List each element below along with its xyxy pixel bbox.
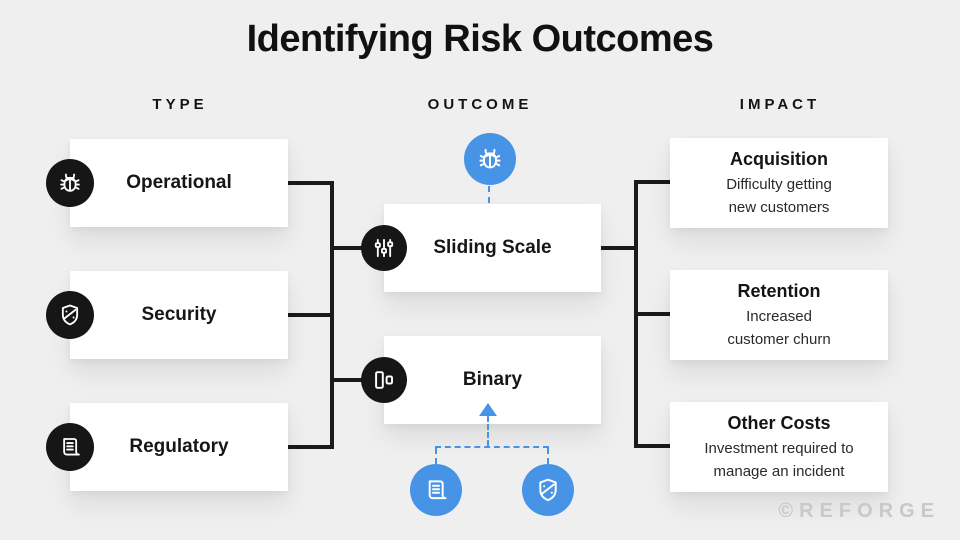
dashed-stub-right (547, 448, 549, 464)
bug-icon (464, 133, 516, 185)
dashed-stub-left (435, 448, 437, 464)
impact-title: Other Costs (727, 413, 831, 433)
impact-desc-line: Difficulty getting (726, 176, 832, 193)
shield-icon (522, 464, 574, 516)
impact-desc-line: new customers (728, 199, 830, 216)
connector-left-vertical (330, 181, 334, 449)
impact-desc-line: manage an incident (713, 463, 845, 480)
connector-to-acquisition (634, 180, 670, 184)
type-label: Security (141, 304, 217, 325)
connector-to-binary (330, 378, 364, 382)
column-header-type: TYPE (152, 96, 208, 113)
outcome-label: Binary (462, 369, 523, 390)
dashed-connector-horizontal (435, 446, 549, 448)
impact-desc-line: customer churn (727, 331, 831, 348)
impact-desc-line: Increased (746, 308, 812, 325)
connector-sliding-scale-out (601, 246, 638, 250)
arrow-up-dash (487, 416, 489, 446)
connector-regulatory (288, 445, 334, 449)
connector-to-sliding-scale (330, 246, 364, 250)
reforge-watermark: ©REFORGE (778, 500, 940, 522)
impact-desc-line: Investment required to (704, 440, 854, 457)
arrow-up-icon (479, 403, 497, 416)
impact-card-other-costs: Other Costs Investment required to manag… (670, 402, 888, 492)
type-card-regulatory: Regulatory (46, 403, 288, 491)
impact-card-retention: Retention Increased customer churn (670, 270, 888, 360)
column-header-impact: IMPACT (739, 96, 821, 113)
type-card-security: Security (46, 271, 288, 359)
arrow-down-dash (488, 186, 490, 214)
impact-title: Retention (737, 281, 821, 301)
type-label: Operational (126, 172, 232, 193)
outcome-label: Sliding Scale (433, 237, 552, 258)
connector-to-retention (634, 312, 670, 316)
shield-icon (46, 291, 94, 339)
outcome-card-sliding-scale: Sliding Scale (361, 204, 601, 292)
type-card-operational: Operational (46, 139, 288, 227)
connector-operational (288, 181, 334, 185)
binary-icon (361, 357, 407, 403)
scroll-icon (410, 464, 462, 516)
type-label: Regulatory (129, 436, 229, 457)
impact-title: Acquisition (730, 149, 828, 169)
scroll-icon (46, 423, 94, 471)
impact-card-acquisition: Acquisition Difficulty getting new custo… (670, 138, 888, 228)
sliders-icon (361, 225, 407, 271)
column-header-outcome: OUTCOME (427, 96, 533, 113)
connector-security (288, 313, 334, 317)
connector-to-other-costs (634, 444, 670, 448)
bug-icon (46, 159, 94, 207)
page-title: Identifying Risk Outcomes (246, 18, 714, 60)
